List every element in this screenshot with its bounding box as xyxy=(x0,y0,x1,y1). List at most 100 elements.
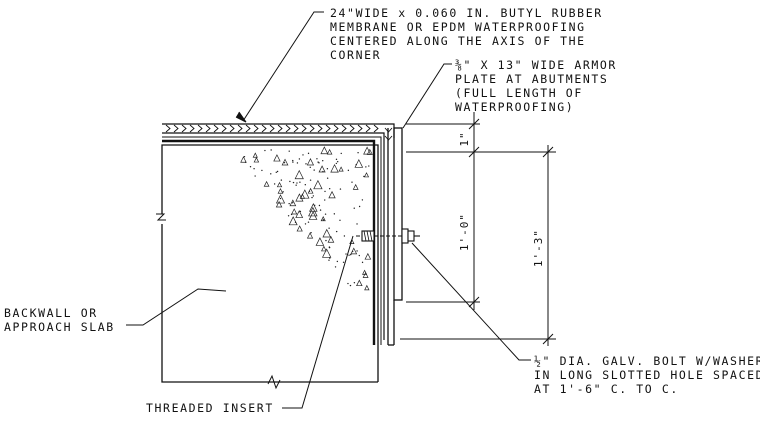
aggregate-stone xyxy=(288,216,298,226)
aggregate-stone xyxy=(307,187,314,194)
aggregate-dot xyxy=(309,179,312,181)
aggregate-stone xyxy=(252,152,258,158)
aggregate-dot xyxy=(328,246,331,248)
aggregate-stone xyxy=(277,187,284,194)
dim-top-offset: 1" xyxy=(458,131,471,146)
aggregate-dot xyxy=(245,161,247,164)
aggregate-stone xyxy=(306,232,314,239)
aggregate-dot xyxy=(280,179,283,181)
aggregate-dot xyxy=(324,190,326,193)
aggregate-dot xyxy=(290,213,293,216)
aggregate-dot xyxy=(304,223,307,225)
aggregate-dot xyxy=(243,155,246,158)
aggregate-dot xyxy=(292,181,295,184)
aggregate-dot xyxy=(295,184,297,186)
aggregate-stone xyxy=(313,179,323,190)
backwall-note: BACKWALL OR APPROACH SLAB xyxy=(4,306,115,334)
aggregate-dot xyxy=(298,158,301,160)
aggregate-dot xyxy=(302,154,304,156)
aggregate-stone xyxy=(322,228,332,238)
aggregate-dot xyxy=(351,181,353,183)
aggregate-dot xyxy=(296,162,299,164)
aggregate-dot xyxy=(347,169,350,172)
aggregate-stone xyxy=(299,193,306,199)
armor-plate-note-line-4: WATERPROOFING) xyxy=(455,100,574,114)
aggregate-stone xyxy=(364,252,372,260)
aggregate-stone xyxy=(338,166,344,172)
aggregate-stone xyxy=(275,200,283,208)
aggregate-dot xyxy=(291,202,294,204)
aggregate-dot xyxy=(299,181,301,183)
dim-plate-span: 1'-0" xyxy=(458,213,471,251)
backwall-note-line-2: APPROACH SLAB xyxy=(4,320,115,334)
aggregate-stone xyxy=(275,194,286,204)
bolt-note: ½" DIA. GALV. BOLT W/WASHER IN LONG SLOT… xyxy=(534,354,760,396)
aggregate-dot xyxy=(282,191,284,193)
aggregate-dot xyxy=(292,159,294,162)
aggregate-stone xyxy=(289,199,297,207)
aggregate-stone xyxy=(327,235,335,243)
aggregate-stone xyxy=(300,189,310,199)
concrete-block xyxy=(156,144,379,390)
aggregate-dot xyxy=(342,261,345,263)
membrane-note-line-1: 24"WIDE x 0.060 IN. BUTYL RUBBER xyxy=(330,6,603,20)
aggregate-dot xyxy=(253,168,255,170)
aggregate-dot xyxy=(319,209,322,211)
aggregate-stone xyxy=(276,181,283,188)
aggregate-stone xyxy=(308,211,318,220)
aggregate-dot xyxy=(270,173,272,175)
aggregate-stone xyxy=(326,148,333,155)
aggregate-dot xyxy=(304,184,307,186)
aggregate-dot xyxy=(335,230,338,233)
aggregate-dot xyxy=(335,158,338,161)
aggregate-dot xyxy=(328,259,330,261)
aggregate-stone xyxy=(308,206,318,217)
aggregate-dot xyxy=(353,207,355,209)
aggregate-stone xyxy=(320,146,329,155)
aggregate-dot xyxy=(361,261,364,264)
aggregate-dot xyxy=(339,219,341,222)
aggregate-dot xyxy=(336,260,339,263)
aggregate-dot xyxy=(358,205,361,208)
aggregate-stone xyxy=(306,158,315,166)
aggregate-stone xyxy=(356,279,363,287)
aggregate-dot xyxy=(322,219,325,221)
aggregate-stone xyxy=(366,148,373,155)
dim-overall: 1'-3" xyxy=(532,229,545,267)
aggregate-stone xyxy=(296,225,303,232)
aggregate-stone xyxy=(295,193,304,202)
aggregate-stone xyxy=(263,180,270,187)
armor-plate-note-line-2: PLATE AT ABUTMENTS xyxy=(455,72,608,86)
aggregate-dot xyxy=(276,170,279,173)
aggregate-dot xyxy=(318,204,321,207)
aggregate-dot xyxy=(324,213,327,215)
aggregate-dot xyxy=(361,199,364,201)
aggregate-dot xyxy=(340,152,342,155)
aggregate-dot xyxy=(358,254,360,257)
aggregate-stone xyxy=(362,271,369,278)
aggregate-dot xyxy=(313,169,315,171)
aggregate-stone xyxy=(363,146,372,155)
aggregate-dot xyxy=(333,213,336,215)
aggregate-dot xyxy=(275,171,277,174)
aggregate-dot xyxy=(254,175,256,177)
armor-plate-note: ⅜" X 13" WIDE ARMOR PLATE AT ABUTMENTS (… xyxy=(455,58,625,114)
bolt-note-line-3: AT 1'-6" C. TO C. xyxy=(534,382,679,396)
aggregate-dot xyxy=(334,266,337,268)
aggregate-dot xyxy=(328,187,331,190)
membrane-note-line-4: CORNER xyxy=(330,48,381,62)
aggregate-dot xyxy=(279,197,282,200)
membrane-note: 24"WIDE x 0.060 IN. BUTYL RUBBER MEMBRAN… xyxy=(330,6,611,62)
aggregate-dot xyxy=(326,177,329,179)
aggregate-dot xyxy=(294,221,297,224)
aggregate-dot xyxy=(339,188,342,190)
aggregate-dot xyxy=(292,161,294,163)
aggregate-stone xyxy=(321,245,327,252)
aggregate-dot xyxy=(347,282,349,285)
aggregate-dot xyxy=(316,158,318,160)
aggregate-stone xyxy=(273,154,281,162)
aggregate-stone xyxy=(364,284,370,291)
membrane-note-line-3: CENTERED ALONG THE AXIS OF THE xyxy=(330,34,586,48)
aggregate-dot xyxy=(249,166,252,168)
aggregate-dot xyxy=(312,195,315,197)
